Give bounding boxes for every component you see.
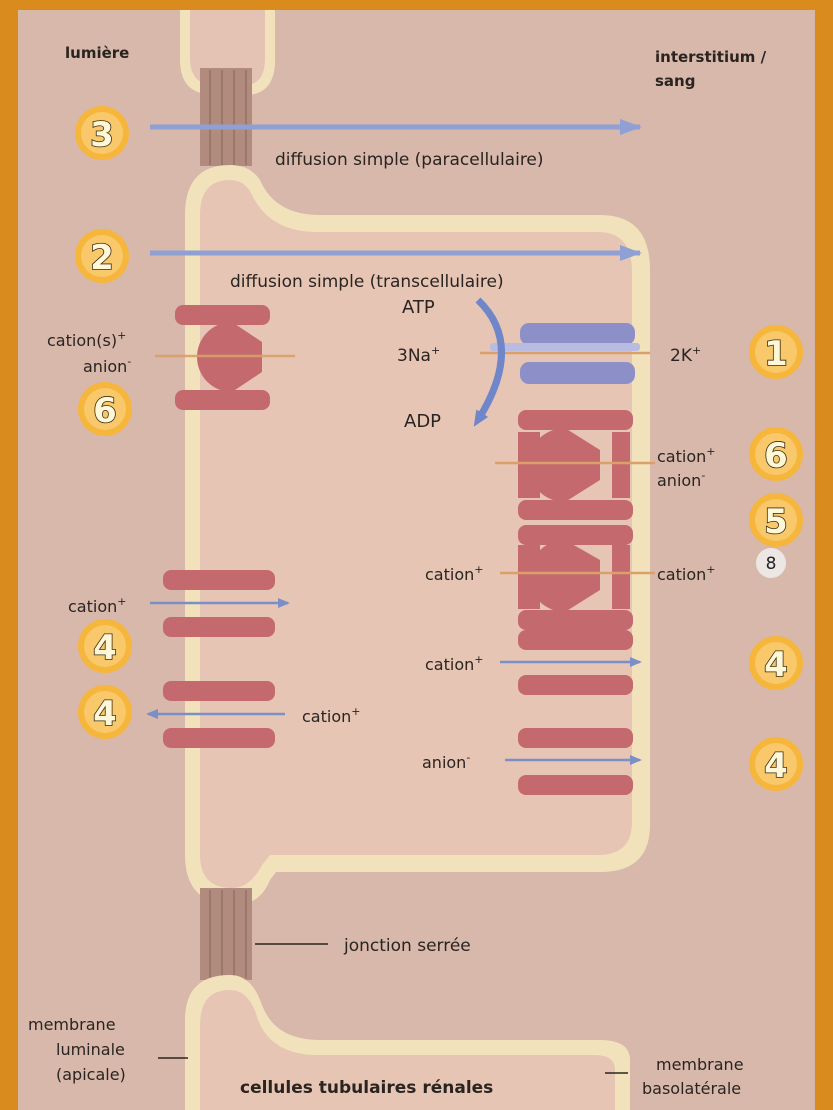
badge-8: 8 <box>756 548 786 578</box>
badge-6-right: 6 <box>749 427 803 481</box>
svg-text:1: 1 <box>764 334 788 374</box>
svg-text:3: 3 <box>90 115 114 155</box>
luminal-line2: luminale <box>56 1040 125 1059</box>
luminal-line1: membrane <box>28 1015 116 1034</box>
cells-label: cellules tubulaires rénales <box>240 1078 493 1098</box>
badge-4-right-bottom: 4 <box>749 737 803 791</box>
badge-6-left: 6 <box>78 382 132 436</box>
transcellular-label: diffusion simple (transcellulaire) <box>230 272 504 292</box>
svg-text:4: 4 <box>764 645 788 685</box>
svg-text:8: 8 <box>766 554 777 574</box>
badge-4-right-top: 4 <box>749 636 803 690</box>
badge-2: 2 <box>75 229 129 283</box>
svg-text:6: 6 <box>764 436 788 476</box>
svg-text:5: 5 <box>764 502 788 542</box>
left-cotransport-cation: cation(s)+ <box>47 329 126 350</box>
left-channel-out <box>148 681 285 748</box>
basolateral-line2: basolatérale <box>642 1079 741 1098</box>
paracellular-label: diffusion simple (paracellulaire) <box>275 150 544 170</box>
tight-junction-label: jonction serrée <box>343 936 471 956</box>
right-cotransport-anion: anion- <box>657 469 705 490</box>
tight-junction-bottom <box>200 888 252 980</box>
badge-4-left-top: 4 <box>78 619 132 673</box>
badge-3: 3 <box>75 106 129 160</box>
atp-label: ATP <box>402 297 435 318</box>
blood-label-line2: sang <box>655 72 695 90</box>
adp-label: ADP <box>404 411 441 432</box>
basolateral-line1: membrane <box>656 1055 744 1074</box>
left-channel-in <box>150 570 288 637</box>
svg-text:4: 4 <box>93 694 117 734</box>
badge-5: 5 <box>749 493 803 547</box>
svg-text:4: 4 <box>93 628 117 668</box>
blood-label-line1: interstitium / <box>655 48 767 66</box>
luminal-line3: (apicale) <box>56 1065 126 1084</box>
svg-text:2: 2 <box>90 238 114 278</box>
right-channel-cation <box>500 630 640 695</box>
badge-4-left-bottom: 4 <box>78 685 132 739</box>
badge-1: 1 <box>749 325 803 379</box>
lumen-label: lumière <box>65 44 129 62</box>
svg-text:4: 4 <box>764 746 788 786</box>
right-channel-anion-label: anion- <box>422 751 470 772</box>
tight-junction-top <box>200 68 252 166</box>
svg-text:6: 6 <box>93 391 117 431</box>
left-cotransport-anion: anion- <box>83 355 131 376</box>
